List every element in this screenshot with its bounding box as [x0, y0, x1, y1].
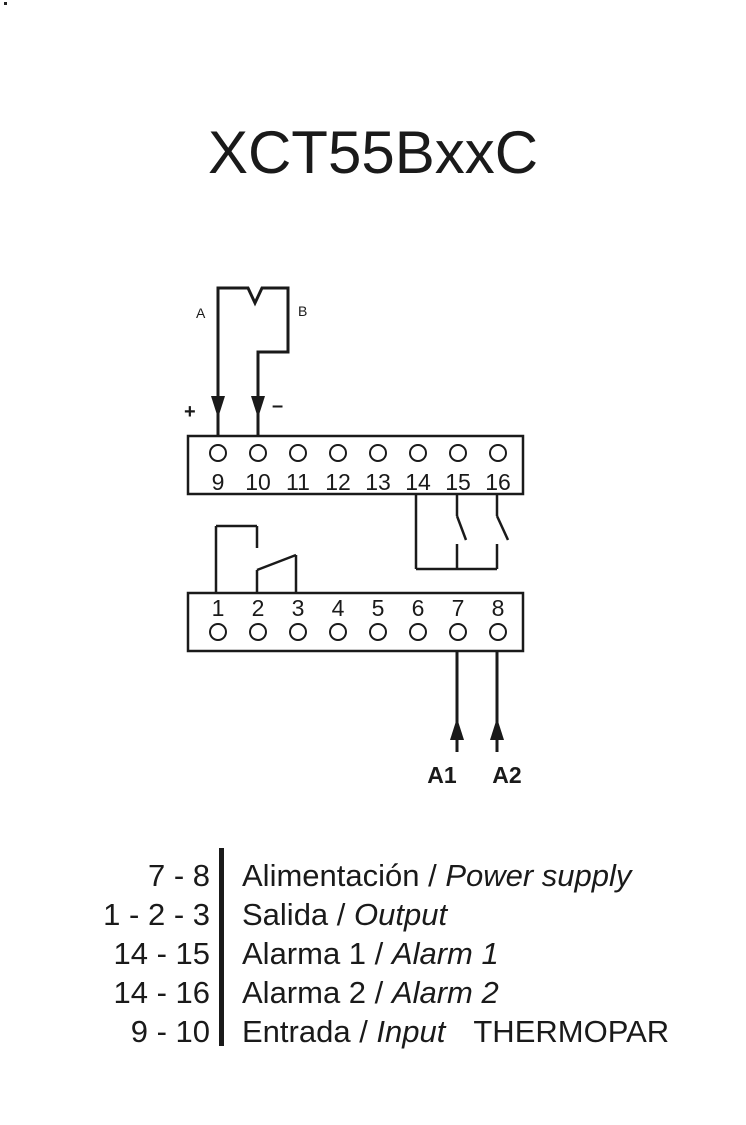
bottom-terminal-6 — [409, 623, 427, 641]
thermocouple-label-b: B — [298, 303, 307, 319]
legend-sep: / — [419, 858, 446, 893]
terminal-block-top — [186, 434, 525, 496]
power-supply-wires — [455, 651, 499, 752]
top-terminal-15 — [449, 444, 467, 462]
bottom-terminal-label-2: 2 — [252, 595, 265, 621]
top-terminal-9 — [209, 444, 227, 462]
top-terminal-label-16: 16 — [485, 469, 511, 495]
legend-terminals: 14 - 15 — [113, 936, 210, 971]
bottom-terminal-3 — [289, 623, 307, 641]
legend-row: 14 - 16 Alarma 2 / Alarm 2 — [0, 975, 746, 1013]
bottom-terminal-4 — [329, 623, 347, 641]
top-terminal-13 — [369, 444, 387, 462]
bottom-terminal-label-4: 4 — [332, 595, 345, 621]
legend-desc-en: Output — [354, 897, 448, 932]
top-terminal-14 — [409, 444, 427, 462]
arrow-terminal-9 — [211, 396, 225, 418]
bottom-terminal-label-6: 6 — [412, 595, 425, 621]
bottom-terminal-label-5: 5 — [372, 595, 385, 621]
legend-terminals: 1 - 2 - 3 — [103, 897, 210, 932]
legend-description: Alimentación / Power supply — [242, 858, 631, 894]
top-terminal-label-10: 10 — [245, 469, 271, 495]
top-terminal-label-11: 11 — [286, 469, 310, 495]
arrow-terminal-7 — [450, 718, 464, 740]
legend-divider — [219, 848, 224, 1046]
alarm-relays — [414, 494, 510, 571]
legend-terminals: 9 - 10 — [130, 1014, 210, 1049]
terminal-block-bottom — [186, 591, 525, 653]
top-terminal-16 — [489, 444, 507, 462]
bottom-terminal-row: 1 2 3 4 5 6 7 8 — [209, 595, 507, 641]
legend-description: Alarma 2 / Alarm 2 — [242, 975, 499, 1011]
power-label-a2: A2 — [492, 762, 521, 788]
bottom-terminal-5 — [369, 623, 387, 641]
legend-desc-en: Input — [376, 1014, 446, 1049]
legend-desc-es: Alarma 1 — [242, 936, 367, 971]
legend-row: 14 - 15 Alarma 1 / Alarm 1 — [0, 936, 746, 974]
legend-description: Alarma 1 / Alarm 1 — [242, 936, 499, 972]
top-terminal-10 — [249, 444, 267, 462]
top-terminal-label-14: 14 — [405, 469, 431, 495]
top-terminal-row: 9 10 11 12 13 14 15 16 — [209, 444, 511, 495]
legend-desc-en: Alarm 2 — [391, 975, 499, 1010]
legend-desc-es: Alarma 2 — [242, 975, 367, 1010]
bottom-terminal-7 — [449, 623, 467, 641]
top-terminal-label-15: 15 — [445, 469, 471, 495]
legend-desc-en: Power supply — [445, 858, 632, 893]
legend-desc-en: Alarm 1 — [391, 936, 499, 971]
top-terminal-label-13: 13 — [365, 469, 391, 495]
legend-sep: / — [328, 897, 355, 932]
diagram-title: XCT55BxxC — [207, 119, 539, 186]
top-terminal-label-12: 12 — [325, 469, 351, 495]
bottom-terminal-8 — [489, 623, 507, 641]
output-relay — [214, 524, 298, 593]
legend-desc-es: Entrada — [242, 1014, 351, 1049]
bottom-terminal-1 — [209, 623, 227, 641]
bottom-terminal-label-7: 7 — [452, 595, 465, 621]
bottom-terminal-label-8: 8 — [492, 595, 505, 621]
legend-sep: / — [366, 936, 392, 971]
arrow-terminal-10 — [251, 396, 265, 418]
bottom-terminal-2 — [249, 623, 267, 641]
top-terminal-12 — [329, 444, 347, 462]
thermocouple-label-a: A — [196, 305, 206, 321]
legend-sep: / — [366, 975, 392, 1010]
legend-terminals: 14 - 16 — [113, 975, 210, 1010]
legend-row: 1 - 2 - 3 Salida / Output — [0, 897, 746, 935]
polarity-minus: – — [272, 395, 283, 417]
power-label-a1: A1 — [427, 762, 457, 788]
corner-dot — [4, 2, 7, 5]
legend-row: 7 - 8 Alimentación / Power supply — [0, 858, 746, 896]
bottom-terminal-label-3: 3 — [292, 595, 305, 621]
top-terminal-11 — [289, 444, 307, 462]
legend-desc-es: Salida — [242, 897, 329, 932]
arrow-terminal-8 — [490, 718, 504, 740]
legend-extra: THERMOPAR — [473, 1014, 670, 1049]
top-terminal-label-9: 9 — [212, 469, 225, 495]
legend-terminals: 7 - 8 — [147, 858, 210, 893]
legend-desc-es: Alimentación — [242, 858, 420, 893]
polarity-plus: + — [184, 401, 196, 423]
legend-row: 9 - 10 Entrada / Input THERMOPAR — [0, 1014, 746, 1052]
legend-sep: / — [350, 1014, 377, 1049]
bottom-terminal-label-1: 1 — [212, 595, 225, 621]
legend-description: Salida / Output — [242, 897, 447, 933]
legend-description: Entrada / Input THERMOPAR — [242, 1014, 669, 1050]
thermocouple-probe — [216, 286, 290, 418]
